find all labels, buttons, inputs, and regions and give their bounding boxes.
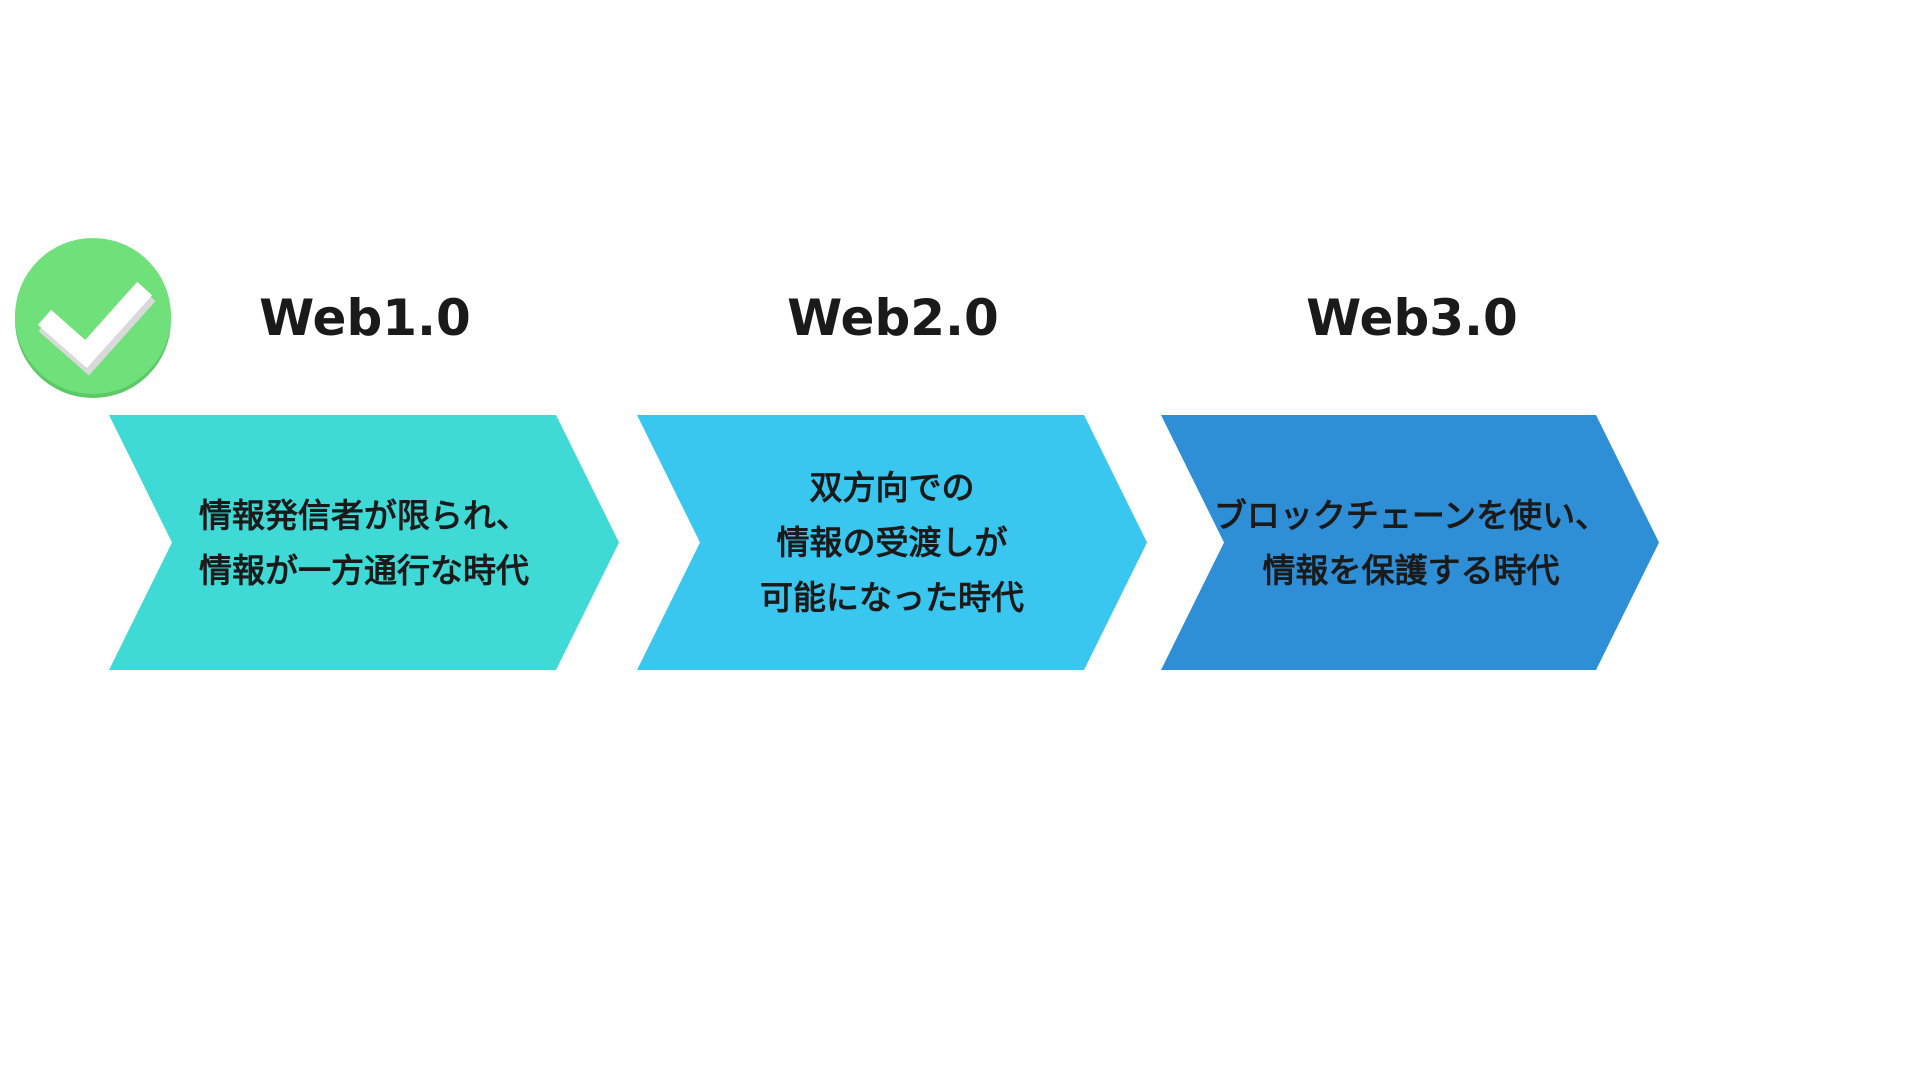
stage-title-web1: Web1.0: [259, 289, 471, 347]
stage-chevron-web2: 双方向での 情報の受渡しが 可能になった時代: [637, 415, 1147, 670]
check-circle-icon: [14, 236, 172, 398]
stage-chevron-web1: 情報発信者が限られ、 情報が一方通行な時代: [109, 415, 619, 670]
stage-description-web1: 情報発信者が限られ、 情報が一方通行な時代: [172, 415, 556, 670]
stage-description-web2: 双方向での 情報の受渡しが 可能になった時代: [700, 415, 1084, 670]
description-line: 可能になった時代: [760, 578, 1024, 617]
description-line: 情報を保護する時代: [1262, 550, 1560, 590]
description-line: 情報発信者が限られ、: [198, 495, 530, 535]
stage-description-web3: ブロックチェーンを使い、 情報を保護する時代: [1201, 415, 1621, 670]
description-line: 情報が一方通行な時代: [199, 550, 529, 590]
stage-chevron-web3: ブロックチェーンを使い、 情報を保護する時代: [1161, 415, 1659, 670]
stage-title-web3: Web3.0: [1306, 289, 1518, 347]
description-line: ブロックチェーンを使い、: [1213, 495, 1609, 535]
description-line: 情報の受渡しが: [776, 523, 1008, 562]
description-line: 双方向での: [809, 468, 975, 507]
stage-title-web2: Web2.0: [787, 289, 999, 347]
